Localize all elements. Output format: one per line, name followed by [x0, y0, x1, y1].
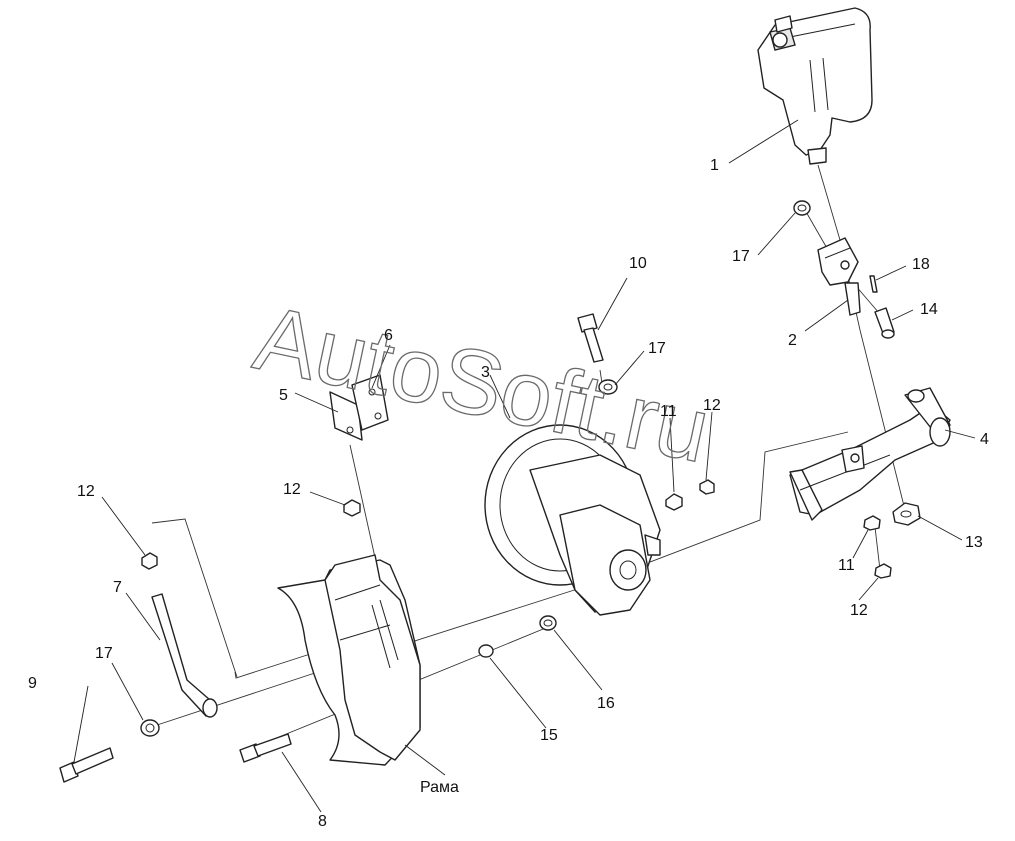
lever-bracket: [789, 387, 951, 521]
callout-11-right: 11: [838, 557, 855, 574]
bolt-8: [239, 733, 292, 763]
washer-16: [539, 615, 557, 631]
nut-12-center: [699, 479, 715, 495]
nut-11-right: [863, 515, 881, 531]
callout-18: 18: [912, 256, 930, 273]
bolt-9: [59, 747, 114, 783]
callout-6: 6: [384, 327, 393, 344]
callout-labels: 1 17 18 14 2 10 17 3 6 5 11 12 4 13 11 1…: [28, 157, 989, 830]
washer-top: [793, 200, 811, 216]
clevis-pin: [874, 307, 895, 339]
rod: [151, 593, 218, 718]
callout-13: 13: [965, 534, 983, 551]
callout-17-top: 17: [732, 248, 750, 265]
nut-11-center: [665, 493, 683, 511]
ring-15: [478, 644, 494, 658]
washer-left: [140, 719, 160, 737]
pulley-drum: [484, 424, 661, 616]
frame-label: Рама: [420, 779, 459, 796]
leader-lines: [73, 119, 976, 813]
callout-7: 7: [113, 579, 122, 596]
callout-3: 3: [481, 364, 490, 381]
nut-12-frame: [343, 499, 361, 517]
cotter-pin: [869, 275, 878, 293]
frame-bracket: [277, 554, 421, 766]
callout-12-left: 12: [77, 483, 95, 500]
callout-16: 16: [597, 695, 615, 712]
callout-12-right: 12: [850, 602, 868, 619]
callout-2: 2: [788, 332, 797, 349]
callout-12-center: 12: [703, 397, 721, 414]
callout-11-center: 11: [660, 403, 677, 420]
callout-10: 10: [629, 255, 647, 272]
callout-17-middle: 17: [648, 340, 666, 357]
callout-12-frame: 12: [283, 481, 301, 498]
bolt-top: [577, 313, 604, 363]
nut-13: [892, 502, 921, 526]
callout-17-left: 17: [95, 645, 113, 662]
actuator-cylinder: [757, 7, 873, 165]
watermark-text: AutoSoft.ru: [246, 287, 717, 482]
callout-9: 9: [28, 675, 37, 692]
plate-6: [351, 374, 389, 431]
clevis-fork: [817, 237, 861, 316]
callout-14: 14: [920, 301, 938, 318]
nut-12-right: [874, 563, 892, 579]
callout-8: 8: [318, 813, 327, 830]
callout-4: 4: [980, 431, 989, 448]
plate-5: [329, 391, 363, 441]
washer-middle: [598, 379, 618, 395]
callout-5: 5: [279, 387, 288, 404]
callout-15: 15: [540, 727, 558, 744]
callout-1: 1: [710, 157, 719, 174]
nut-12-left: [141, 552, 158, 570]
